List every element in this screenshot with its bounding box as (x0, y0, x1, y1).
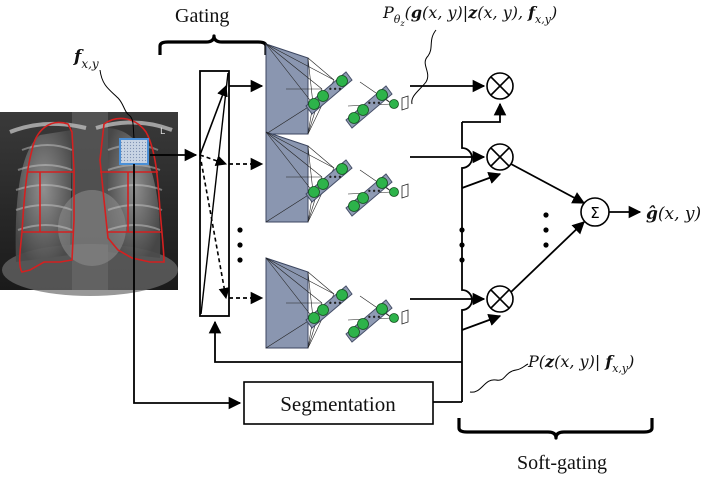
expert-probability-pointer (411, 29, 437, 105)
bus-branch-2 (461, 172, 502, 189)
segmentation-label: Segmentation (280, 392, 396, 416)
svg-text:•••: ••• (367, 99, 381, 108)
soft-gating-brace (457, 418, 654, 440)
chest-xray-image: L (0, 112, 178, 296)
feedback-to-gate (208, 320, 462, 363)
gating-brace (158, 34, 268, 55)
multiply-to-sum-arrows (510, 163, 586, 293)
svg-text:L: L (160, 127, 165, 137)
gating-label: Gating (175, 5, 229, 27)
sum-symbol: Σ (590, 204, 599, 222)
output-label: ĝ(x, y) (646, 204, 701, 224)
feature-label: fx,y (73, 47, 99, 71)
gate-routing-arrows (199, 84, 230, 300)
bus-branch-n (461, 314, 502, 331)
image-to-segmentation-path (133, 164, 242, 410)
segmentation-box (243, 381, 434, 425)
expert-probability-label: Pθz(g(x, y)|z(x, y), fx,y) (382, 3, 557, 28)
bus-ellipsis (459, 227, 465, 263)
bus-branch-1 (462, 102, 507, 123)
gating-diagonal (200, 72, 229, 315)
segmentation-probability-pointer (469, 363, 529, 393)
feature-pointer-line (99, 69, 135, 139)
expert-output-node (389, 99, 399, 109)
svg-text:•••: ••• (328, 85, 342, 94)
patch-box (119, 138, 149, 165)
segmentation-probability-label: P(z(x, y)| fx,y) (527, 352, 634, 375)
gate-ellipsis (237, 227, 243, 263)
expert-network-n (265, 257, 409, 349)
soft-gating-label: Soft-gating (517, 452, 607, 474)
expert-network: ••• ••• (265, 43, 409, 135)
gate-to-expert-arrows (229, 79, 264, 305)
lung-segmentation-outline (18, 117, 165, 273)
multiply-ellipsis (543, 212, 549, 248)
expert-network-2 (265, 131, 409, 223)
expert-output-arrows (410, 79, 486, 306)
